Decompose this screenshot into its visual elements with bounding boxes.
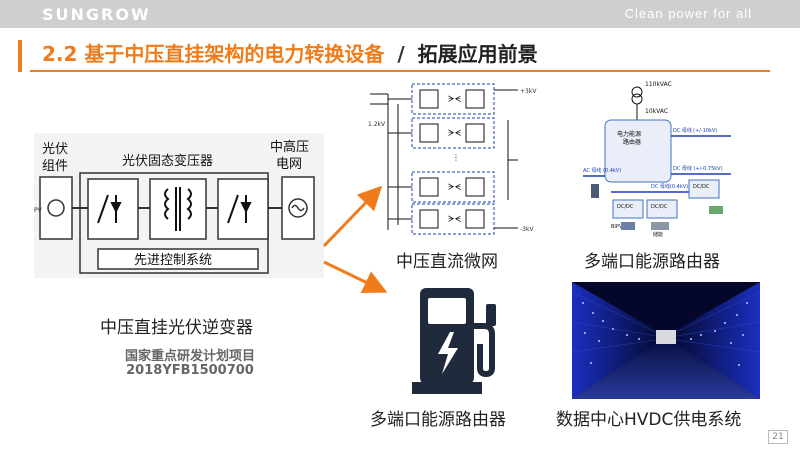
svg-text:ᗒᗕ: ᗒᗕ <box>448 129 462 139</box>
dc-microgrid-caption: 中压直流微网 <box>396 252 498 272</box>
pv-tag: PV <box>34 207 43 214</box>
svg-text:DC/DC: DC/DC <box>617 204 634 210</box>
inverter-caption: 中压直挂光伏逆变器 <box>100 318 253 338</box>
v-mid-label: 10kVAC <box>645 108 668 115</box>
project-line1: 国家重点研发计划项目 <box>124 349 255 364</box>
v-in-label: 1.2kV <box>368 121 386 128</box>
company-logo: SUNGROW <box>42 5 151 24</box>
pv-label-line2: 组件 <box>42 159 68 174</box>
core-label-line1: 电力能源 <box>617 130 641 138</box>
section-number: 2.2 <box>42 42 78 66</box>
title-main: 基于中压直挂架构的电力转换设备 <box>84 42 385 66</box>
dc-bus-lv-label: DC 母线 (+/-0.75kV) <box>673 165 723 172</box>
ac-symbol <box>291 204 305 212</box>
slide-title: 2.2 基于中压直挂架构的电力转换设备 / 拓展应用前景 <box>42 38 538 67</box>
converter-modules: ᗒᗕ ᗒᗕ ᗒᗕ ᗒᗕ <box>411 83 495 235</box>
arrows <box>322 185 388 293</box>
dc-bus-mid-label: DC 母线(0.4kV) <box>651 183 688 190</box>
transformer-module <box>149 178 207 240</box>
inverter-diagram: 光伏 组件 PV 光伏固态变压器 先进控制系统 中高压 电网 <box>34 133 324 278</box>
dc-bus-hv-label: DC 母线 <box>673 127 692 134</box>
transformer-coils <box>164 188 192 220</box>
bipv-label: BIPV <box>611 224 623 230</box>
converter-box-3 <box>646 199 678 219</box>
svg-text:ᗒᗕ: ᗒᗕ <box>448 183 462 193</box>
v-out-bottom-label: -3kV <box>520 226 534 233</box>
router-caption-top: 多端口能源路由器 <box>584 252 720 272</box>
grid-label-line1: 中高压 <box>270 139 309 155</box>
dc-microgrid-diagram: 1.2kV ᗒᗕ ᗒᗕ ᗒᗕ ᗒᗕ ⋮ <box>368 80 548 240</box>
dc-microgrid-svg: 1.2kV ᗒᗕ ᗒᗕ ᗒᗕ ᗒᗕ ⋮ <box>368 83 537 235</box>
bipv-panel-icon <box>621 222 635 230</box>
converter-box-2 <box>612 199 644 219</box>
switch-diode-left <box>97 194 122 224</box>
control-label: 先进控制系统 <box>134 253 212 268</box>
datacenter-caption: 数据中心HVDC供电系统 <box>556 410 742 430</box>
page-number: 21 <box>768 430 788 444</box>
datacenter-illustration <box>572 282 760 399</box>
router-core-box <box>604 119 672 183</box>
header-tagline: Clean power for all <box>624 6 752 21</box>
svg-text:ᗒᗕ: ᗒᗕ <box>448 215 462 225</box>
converter-box-1 <box>688 179 720 199</box>
header-bar: SUNGROW Clean power for all <box>0 0 800 28</box>
v-out-top-label: +3kV <box>520 88 537 95</box>
svg-text:DC/DC: DC/DC <box>693 184 710 190</box>
energy-router-diagram: 110kVAC 10kVAC 电力能源 路由器 DC 母线 (+/-10kV) … <box>581 78 737 240</box>
project-line2: 2018YFB1500700 <box>126 363 254 378</box>
router-caption-bottom: 多端口能源路由器 <box>370 410 506 430</box>
grid-label-line2: 电网 <box>276 157 302 172</box>
control-box <box>97 248 259 270</box>
title-divider <box>18 40 770 72</box>
pv-box <box>39 176 73 240</box>
arrow-to-charger <box>323 260 388 293</box>
battery-icon <box>651 222 669 230</box>
pv-symbol <box>47 199 65 217</box>
dc-dc-module-left <box>87 178 139 240</box>
sst-label: 光伏固态变压器 <box>122 153 213 169</box>
title-separator: / <box>397 42 405 66</box>
pv-label-line1: 光伏 <box>42 142 68 157</box>
core-label-line2: 路由器 <box>623 138 641 146</box>
dc-bus-hv-value: (+/-10kV) <box>693 128 717 134</box>
svg-text:ᗒᗕ: ᗒᗕ <box>448 95 462 105</box>
storage-label: 储能 <box>653 231 663 238</box>
v-top-label: 110kVAC <box>645 81 672 88</box>
ac-bus-label: AC 母线 (0.4kV) <box>583 167 621 174</box>
energy-router-svg: 110kVAC 10kVAC 电力能源 路由器 DC 母线 (+/-10kV) … <box>583 81 731 238</box>
arrow-to-microgrid <box>322 185 383 248</box>
ev-charger-icon <box>412 288 496 394</box>
switch-diode-right <box>227 194 252 224</box>
inverter-diagram-svg: 光伏 组件 PV 光伏固态变压器 先进控制系统 中高压 电网 <box>34 139 315 274</box>
load-icon <box>709 206 723 214</box>
svg-text:DC/DC: DC/DC <box>651 204 668 210</box>
datacenter-picture <box>572 282 760 399</box>
ev-charger-picture <box>400 282 510 400</box>
svg-text:⋮: ⋮ <box>452 153 460 162</box>
title-sub: 拓展应用前景 <box>417 42 538 66</box>
dc-dc-module-right <box>217 178 269 240</box>
ev-station-icon <box>591 184 599 198</box>
